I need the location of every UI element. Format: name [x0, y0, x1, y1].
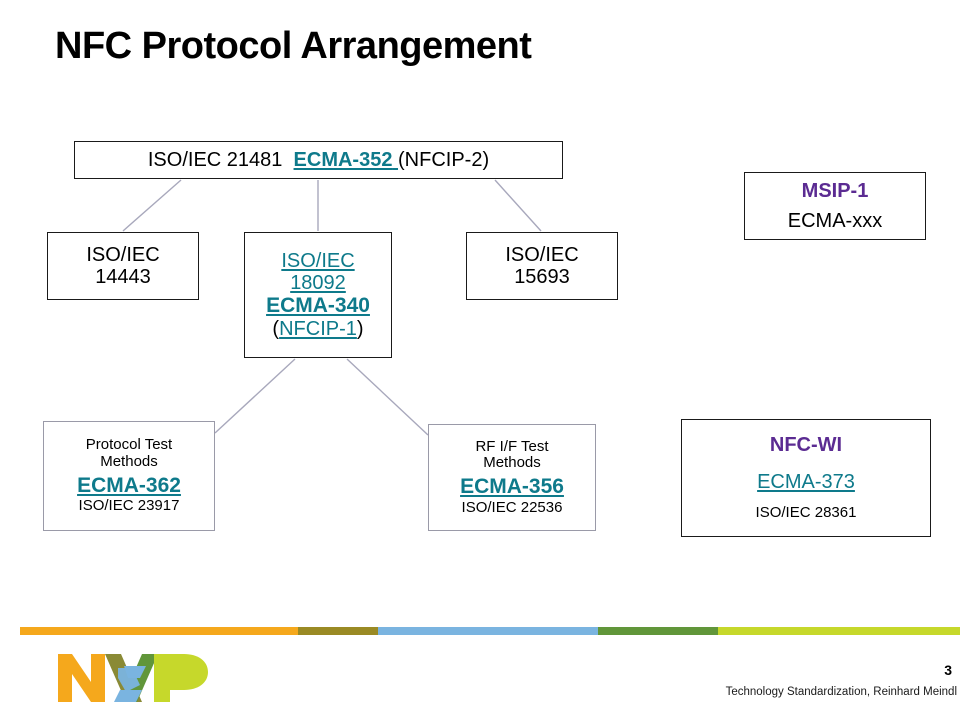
connector-18092-to-ptm — [214, 358, 296, 434]
node-iso-14443-line1: ISO/IEC — [86, 243, 160, 266]
link-iso-18092-line2[interactable]: 18092 — [290, 272, 346, 295]
node-nfc-wi[interactable]: NFC-WI ECMA-373 ISO/IEC 28361 — [681, 419, 931, 537]
node-msip-1-header: MSIP-1 — [801, 179, 869, 202]
node-rf-if-test-methods[interactable]: RF I/F Test Methods ECMA-356 ISO/IEC 225… — [428, 424, 596, 531]
node-ecma-352-part2: (NFCIP-2) — [398, 148, 490, 171]
node-nfc-wi-iso: ISO/IEC 28361 — [755, 503, 857, 521]
color-bar-segment-olive — [298, 627, 378, 635]
node-iso-15693[interactable]: ISO/IEC 15693 — [466, 232, 618, 300]
node-ecma-352-part1: ISO/IEC 21481 — [147, 148, 283, 171]
node-ecma-352-text: ISO/IEC 21481 ECMA-352 (NFCIP-2) — [148, 149, 489, 171]
color-bar-segment-green — [598, 627, 718, 635]
footer-credit: Technology Standardization, Reinhard Mei… — [725, 686, 957, 698]
node-rf-if-test-iso: ISO/IEC 22536 — [461, 498, 563, 516]
link-ecma-362[interactable]: ECMA-362 — [77, 473, 181, 497]
link-ecma-373[interactable]: ECMA-373 — [757, 470, 855, 493]
node-msip-1-sub: ECMA-xxx — [787, 210, 883, 232]
link-ecma-352[interactable]: ECMA-352 — [293, 148, 393, 171]
page-title: NFC Protocol Arrangement — [55, 25, 532, 67]
node-protocol-test-iso: ISO/IEC 23917 — [78, 497, 180, 515]
paren-close: ) — [356, 317, 364, 340]
link-nfcip-1[interactable]: NFCIP-1 — [279, 317, 357, 340]
node-protocol-test-line2: Methods — [100, 452, 158, 470]
node-protocol-test-methods[interactable]: Protocol Test Methods ECMA-362 ISO/IEC 2… — [43, 421, 215, 531]
nxp-logo — [58, 654, 208, 702]
node-nfc-wi-header: NFC-WI — [769, 434, 843, 457]
node-rf-if-test-line1: RF I/F Test — [475, 437, 549, 455]
color-bar-segment-yellow-green — [718, 627, 960, 635]
link-ecma-356[interactable]: ECMA-356 — [460, 475, 564, 499]
node-protocol-test-line1: Protocol Test — [85, 436, 173, 454]
color-bar-segment-light-blue — [378, 627, 598, 635]
paren-open: ( — [272, 317, 280, 340]
link-ecma-340[interactable]: ECMA-340 — [266, 294, 370, 318]
node-iso-18092-line4: (NFCIP-1) — [272, 318, 363, 340]
node-iso-18092[interactable]: ISO/IEC 18092 ECMA-340 (NFCIP-1) — [244, 232, 392, 358]
node-iso-14443[interactable]: ISO/IEC 14443 — [47, 232, 199, 300]
page-number: 3 — [944, 662, 952, 678]
connector-top-to-15693 — [494, 179, 542, 232]
link-iso-18092-line1[interactable]: ISO/IEC — [281, 249, 355, 272]
node-rf-if-test-line2: Methods — [483, 454, 541, 472]
node-iso-15693-line1: ISO/IEC — [505, 243, 579, 266]
node-iso-15693-line2: 15693 — [514, 266, 570, 288]
node-msip-1[interactable]: MSIP-1 ECMA-xxx — [744, 172, 926, 240]
connector-top-to-14443 — [122, 179, 182, 232]
color-bar-segment-amber — [20, 627, 298, 635]
connector-18092-to-rfif — [346, 358, 429, 436]
node-ecma-352[interactable]: ISO/IEC 21481 ECMA-352 (NFCIP-2) — [74, 141, 563, 179]
footer-color-bar — [20, 627, 960, 635]
node-iso-14443-line2: 14443 — [95, 266, 151, 288]
